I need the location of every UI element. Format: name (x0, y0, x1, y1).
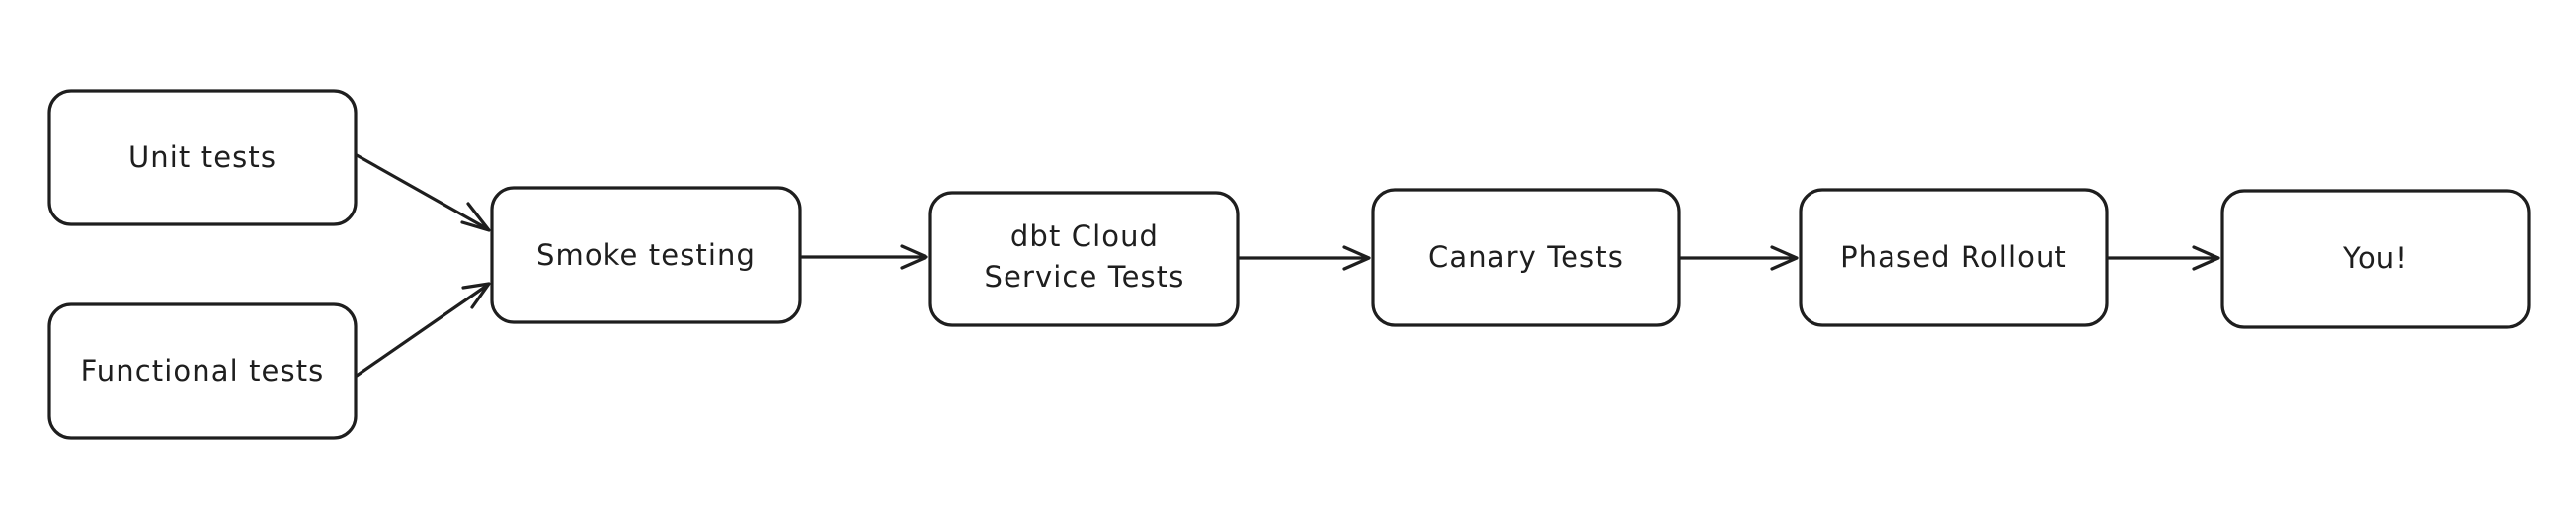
node-phased-rollout-label: Phased Rollout (1840, 240, 2067, 274)
node-unit-tests-label: Unit tests (128, 140, 277, 174)
edge-phased-rollout-to-you (2107, 245, 2220, 271)
edge-functional-tests-to-smoke-testing (355, 282, 491, 378)
node-smoke-testing-label: Smoke testing (536, 238, 756, 272)
edge-canary-tests-to-phased-rollout (1679, 245, 1799, 271)
node-smoke-testing[interactable]: Smoke testing (490, 186, 802, 324)
node-phased-rollout[interactable]: Phased Rollout (1799, 188, 2109, 327)
node-you[interactable]: You! (2220, 189, 2531, 329)
node-canary-tests-label: Canary Tests (1428, 240, 1624, 274)
node-dbt-cloud-service-tests[interactable]: dbt Cloud Service Tests (928, 191, 1240, 327)
edge-dbt-cloud-service-tests-to-canary-tests (1238, 245, 1371, 271)
node-canary-tests-shape[interactable] (1371, 188, 1681, 327)
edge-smoke-testing-to-dbt-cloud-service-tests (800, 244, 928, 270)
node-unit-tests[interactable]: Unit tests (47, 89, 358, 226)
node-functional-tests-label: Functional tests (81, 354, 325, 387)
node-unit-tests-shape[interactable] (47, 89, 358, 226)
node-functional-tests[interactable]: Functional tests (47, 302, 358, 440)
node-functional-tests-shape[interactable] (47, 302, 358, 440)
node-smoke-testing-shape[interactable] (490, 186, 802, 324)
node-phased-rollout-shape[interactable] (1799, 188, 2109, 327)
node-dbt-cloud-service-tests-shape[interactable] (928, 191, 1240, 327)
node-dbt-cloud-service-tests-label-line2: Service Tests (985, 260, 1185, 294)
node-dbt-cloud-service-tests-label-line1: dbt Cloud (1010, 219, 1159, 253)
node-you-shape[interactable] (2220, 189, 2531, 329)
node-canary-tests[interactable]: Canary Tests (1371, 188, 1681, 327)
node-you-label: You! (2342, 241, 2408, 275)
edge-unit-tests-to-smoke-testing (355, 153, 491, 232)
